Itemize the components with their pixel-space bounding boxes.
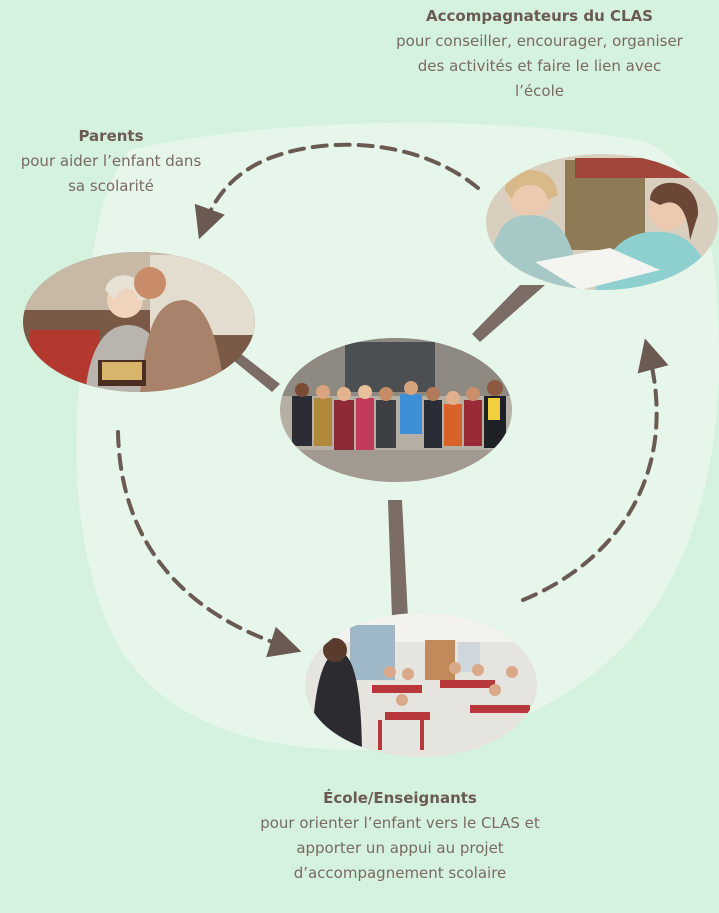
arrow-clas-to-parents bbox=[194, 142, 480, 240]
arrow-parents-to-ecole bbox=[116, 430, 302, 658]
classroom-photo bbox=[305, 613, 537, 757]
clas-label: Accompagnateurs du CLAS pour conseiller,… bbox=[360, 4, 719, 104]
flow-arrows bbox=[116, 142, 669, 658]
connector-clas-children bbox=[472, 285, 545, 342]
parents-desc-line-1: pour aider l’enfant dans bbox=[20, 152, 202, 170]
clas-desc-line-2: des activités et faire le lien avec bbox=[417, 57, 662, 75]
ecole-title: École/Enseignants bbox=[323, 789, 477, 807]
tutors-helping-student-photo bbox=[486, 154, 718, 290]
classroom-students bbox=[384, 662, 518, 706]
clas-desc-line-3: l’école bbox=[515, 82, 564, 100]
connector-children-ecole bbox=[388, 500, 408, 618]
connector-parents-children bbox=[228, 350, 280, 392]
children-figures bbox=[292, 380, 506, 450]
parents-title: Parents bbox=[78, 127, 144, 145]
classroom-desks bbox=[372, 680, 530, 750]
connector-lines bbox=[228, 285, 545, 618]
ecole-desc-line-2: apporter un appui au projet bbox=[296, 839, 504, 857]
ecole-desc-line-1: pour orienter l’enfant vers le CLAS et bbox=[260, 814, 540, 832]
clas-title: Accompagnateurs du CLAS bbox=[426, 7, 653, 25]
ecole-desc-line-3: d’accompagnement scolaire bbox=[293, 864, 507, 882]
clas-desc-line-1: pour conseiller, encourager, organiser bbox=[396, 32, 683, 50]
parents-label: Parents pour aider l’enfant dans sa scol… bbox=[0, 124, 222, 199]
arrow-ecole-to-clas bbox=[521, 338, 669, 602]
ecole-label: École/Enseignants pour orienter l’enfant… bbox=[210, 786, 590, 886]
parents-desc-line-2: sa scolarité bbox=[68, 177, 154, 195]
